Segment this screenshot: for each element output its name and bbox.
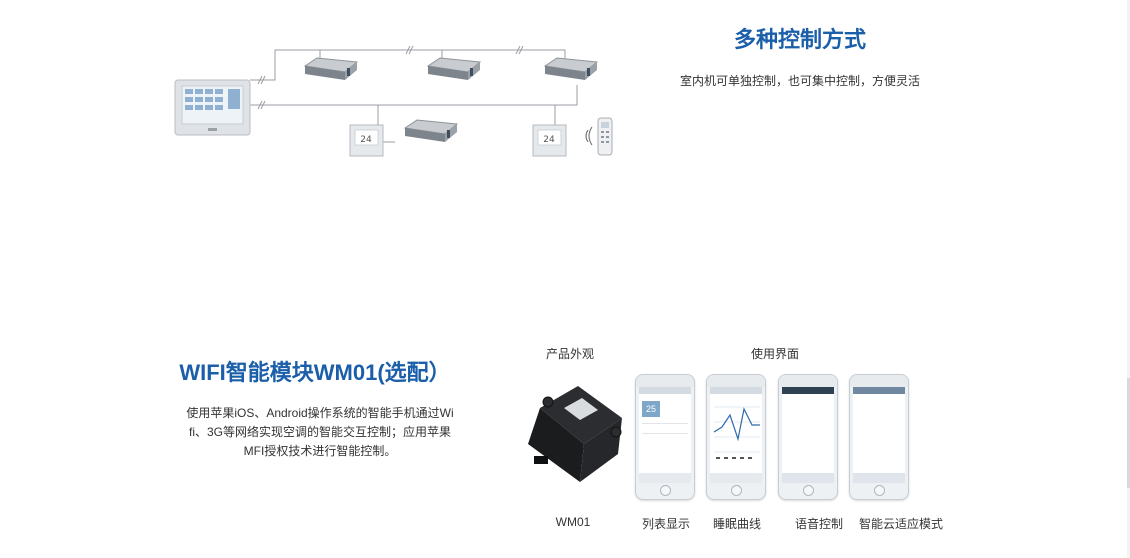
phone-icon: 25 — [635, 374, 695, 500]
thermostat-icon: 24 — [349, 124, 384, 157]
thermostat-right-reading: 24 — [543, 135, 555, 145]
indoor-unit-icon — [403, 119, 459, 142]
cloud-mode-temperature: 26 — [865, 417, 888, 438]
thermostat-left-reading: 24 — [360, 135, 372, 145]
section-description-wifi-module: 使用苹果iOS、Android操作系统的智能手机通过Wi fi、3G等网络实现空… — [170, 404, 470, 461]
indoor-unit-icon — [543, 57, 599, 80]
description-line: 使用苹果iOS、Android操作系统的智能手机通过Wi — [186, 406, 454, 420]
remote-control-icon — [597, 117, 613, 156]
phone-icon: 26 — [849, 374, 909, 500]
caption-sleep-curve: 睡眠曲线 — [712, 517, 761, 531]
section-title-wifi-module: WIFI智能模块WM01(选配） — [179, 360, 451, 385]
caption-list-display: 列表显示 — [641, 517, 690, 531]
scrollbar-thumb[interactable] — [1127, 378, 1130, 488]
control-diagram: 24 24 — [174, 45, 613, 157]
section-description-control-modes: 室内机可单独控制，也可集中控制，方便灵活 — [679, 74, 920, 88]
user-interface-label: 使用界面 — [750, 347, 799, 361]
phone-icon — [706, 374, 766, 500]
caption-voice-control: 语音控制 — [794, 517, 843, 531]
caption-wm01: WM01 — [555, 515, 591, 529]
thermostat-icon: 24 — [532, 124, 567, 157]
caption-cloud-adaptive-mode: 智能云适应模式 — [858, 517, 943, 531]
indoor-unit-icon — [303, 57, 359, 80]
description-line: fi、3G等网络实现空调的智能交互控制；应用苹果 — [188, 425, 451, 439]
wifi-module-icon — [528, 386, 622, 482]
phone-icon — [778, 374, 838, 500]
product-appearance-label: 产品外观 — [545, 347, 594, 361]
wifi-signal-icon — [585, 126, 593, 146]
description-line: MFI授权技术进行智能控制。 — [243, 444, 397, 458]
section-title-control-modes: 多种控制方式 — [733, 27, 866, 52]
indoor-unit-icon — [426, 57, 482, 80]
list-display-temperature: 25 — [642, 401, 660, 417]
scrollbar-track[interactable] — [1127, 0, 1130, 558]
control-panel-icon — [174, 79, 251, 136]
